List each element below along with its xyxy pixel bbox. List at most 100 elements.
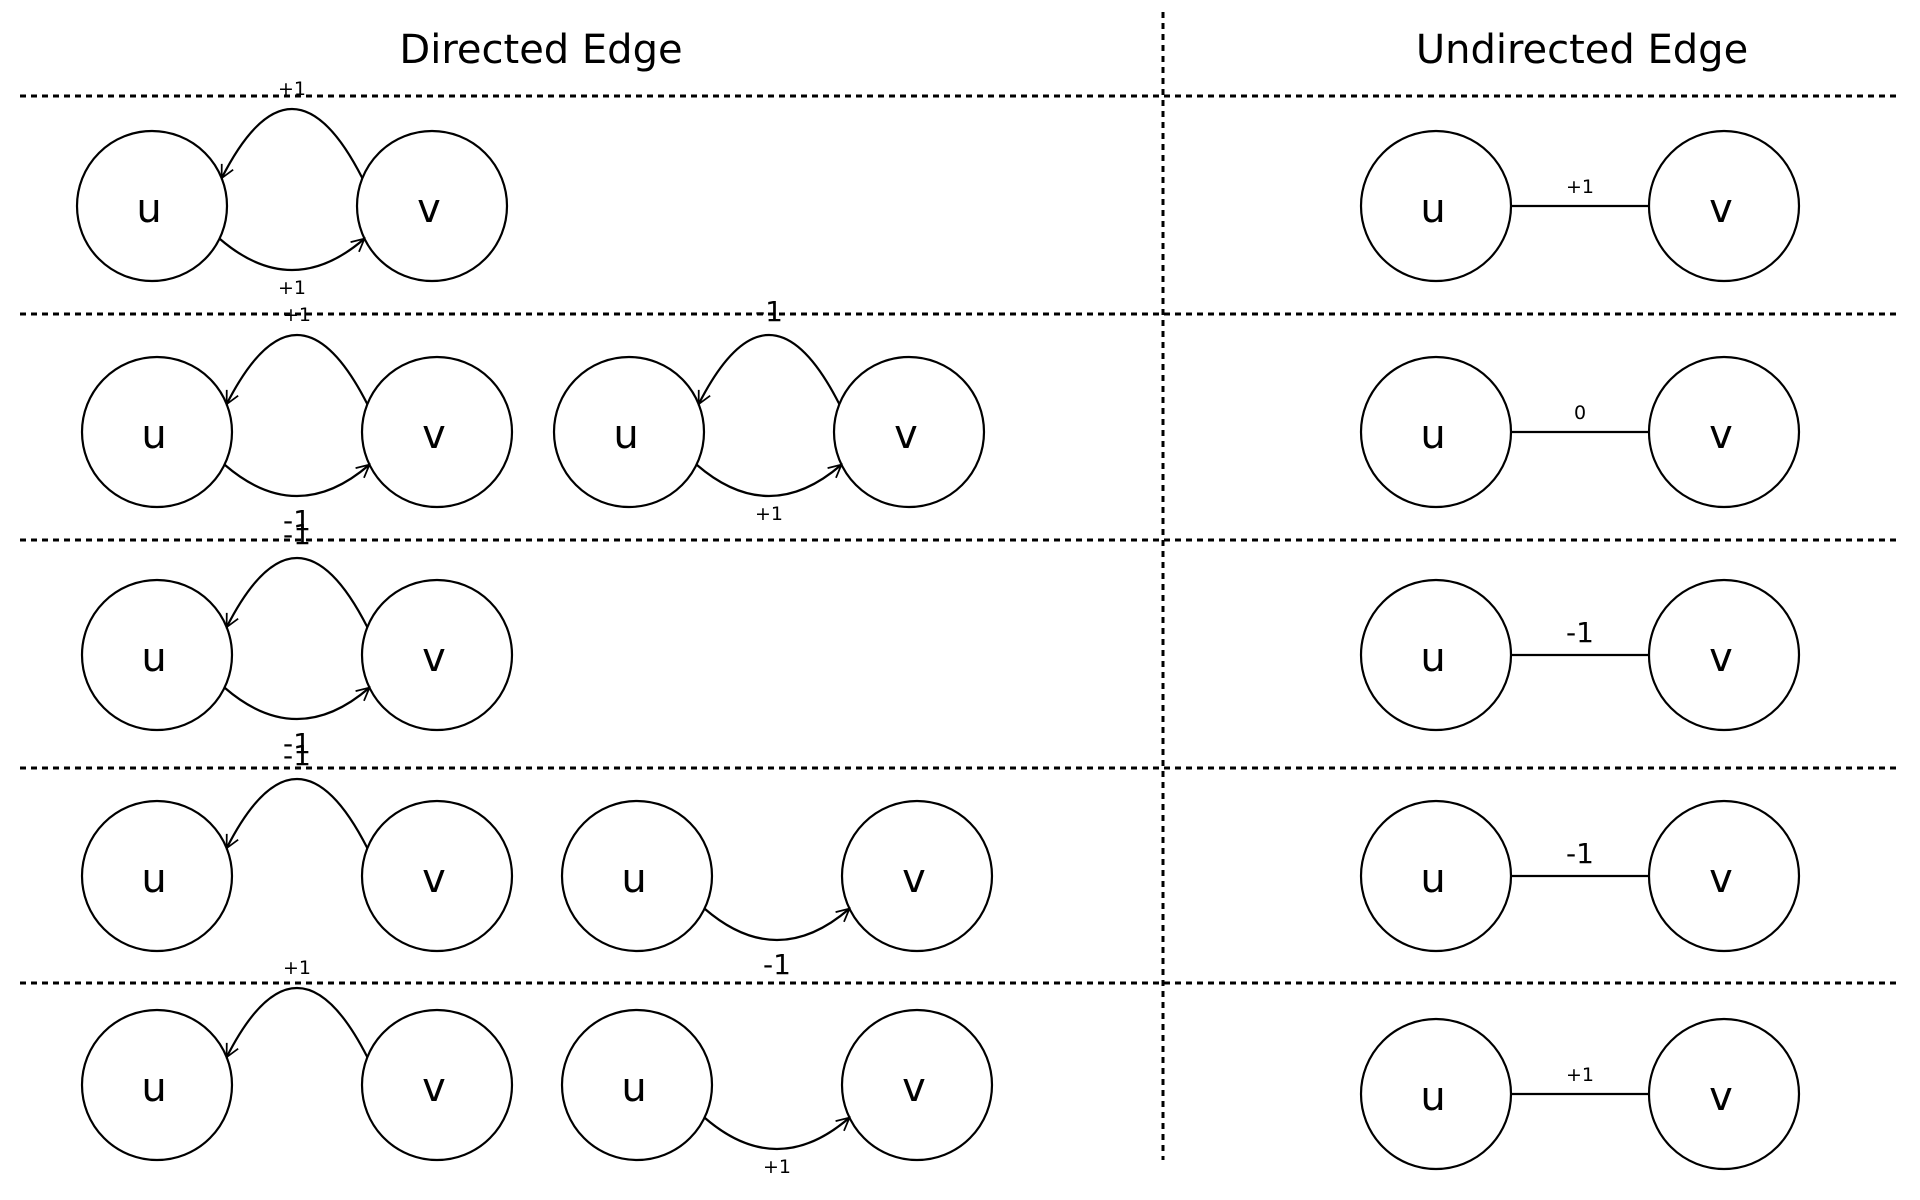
node-v-label: v [902, 856, 926, 902]
node-v-label: v [1709, 412, 1733, 458]
directed-edge-u-to-v [223, 465, 370, 498]
node-v: v [360, 355, 514, 509]
node-u: u [1359, 578, 1513, 732]
node-u: u [552, 355, 706, 509]
directed-pair: u v +1 [80, 957, 514, 1162]
node-u-circle [560, 1008, 714, 1162]
node-u: u [1359, 129, 1513, 283]
edge-weight-label: -1 [283, 739, 311, 772]
directed-edge-v-to-u [225, 333, 369, 404]
node-u-label: u [1420, 1074, 1445, 1120]
node-v-label: v [422, 1065, 446, 1111]
node-u: u [560, 799, 714, 953]
node-u: u [80, 1008, 234, 1162]
node-v-label: v [902, 1065, 926, 1111]
node-v: v [360, 1008, 514, 1162]
edge-weight-label: 0 [1574, 402, 1586, 424]
node-v: v [1647, 578, 1801, 732]
node-u-circle [80, 799, 234, 953]
directed-edge-u-to-v [703, 1118, 850, 1151]
node-v: v [355, 129, 509, 283]
edge-weight-label: +1 [1566, 176, 1594, 198]
node-u-circle [80, 355, 234, 509]
node-v-circle [360, 578, 514, 732]
directed-pair: u v -1 [560, 799, 994, 981]
directed-edge-v-to-u [225, 556, 369, 627]
directed-pair: u v -1 +1 [552, 295, 986, 525]
directed-edge-u-to-v [703, 909, 850, 942]
node-v: v [840, 1008, 994, 1162]
node-v-circle [840, 799, 994, 953]
node-u-circle [560, 799, 714, 953]
undirected-pair: u v +1 [1359, 129, 1801, 283]
node-v: v [832, 355, 986, 509]
node-u: u [80, 578, 234, 732]
edge-weight-label: -1 [283, 504, 311, 537]
node-v: v [1647, 799, 1801, 953]
directed-edge-u-to-v [695, 465, 842, 498]
node-u: u [1359, 799, 1513, 953]
node-u-label: u [613, 412, 638, 458]
directed-edge-v-to-u [697, 333, 841, 404]
edge-weight-label: -1 [755, 295, 783, 328]
node-u-label: u [1420, 856, 1445, 902]
node-v: v [360, 578, 514, 732]
node-v-label: v [1709, 635, 1733, 681]
node-v-circle [360, 1008, 514, 1162]
node-v-label: v [1709, 186, 1733, 232]
node-v-label: v [1709, 1074, 1733, 1120]
node-v-label: v [422, 635, 446, 681]
row-5: u v +1 u v +1 u v +1 [80, 957, 1801, 1178]
node-v-label: v [422, 412, 446, 458]
directed-pair: u v -1 -1 [80, 518, 514, 760]
directed-edge-u-to-v [218, 239, 365, 272]
node-u-label: u [141, 635, 166, 681]
node-u-circle [80, 1008, 234, 1162]
edge-weight-label: -1 [283, 727, 311, 760]
node-u-label: u [621, 1065, 646, 1111]
edge-weight-label: -1 [1566, 616, 1594, 649]
node-u: u [80, 799, 234, 953]
directed-pair: u v +1 +1 [75, 78, 509, 299]
node-v: v [360, 799, 514, 953]
edge-weight-label: +1 [283, 957, 311, 979]
node-u-label: u [1420, 635, 1445, 681]
edge-weight-label: -1 [283, 518, 311, 551]
directed-edge-u-to-v [223, 688, 370, 721]
node-u-circle [75, 129, 229, 283]
node-u: u [80, 355, 234, 509]
edge-weight-label: +1 [763, 1156, 791, 1178]
node-u-label: u [141, 412, 166, 458]
undirected-pair: u v -1 [1359, 578, 1801, 732]
node-u: u [75, 129, 229, 283]
edge-weight-label: +1 [1566, 1064, 1594, 1086]
node-v-label: v [417, 186, 441, 232]
node-v-circle [840, 1008, 994, 1162]
row-1: u v +1 +1 u v +1 [75, 78, 1801, 299]
node-v-label: v [894, 412, 918, 458]
node-v: v [840, 799, 994, 953]
node-u: u [560, 1008, 714, 1162]
edge-weight-label: +1 [278, 277, 306, 299]
undirected-edge-header: Undirected Edge [1416, 27, 1748, 73]
node-v: v [1647, 355, 1801, 509]
edge-weight-label: +1 [755, 503, 783, 525]
directed-edge-v-to-u [220, 107, 364, 178]
directed-pair: u v +1 [560, 1008, 994, 1178]
node-v-circle [832, 355, 986, 509]
node-u-circle [552, 355, 706, 509]
node-u-label: u [141, 1065, 166, 1111]
edge-weight-label: -1 [763, 948, 791, 981]
edge-weight-label: +1 [278, 78, 306, 100]
directed-edge-v-to-u [225, 986, 369, 1057]
row-3: u v -1 -1 u v -1 [80, 518, 1801, 760]
node-u: u [1359, 1017, 1513, 1171]
directed-edge-header: Directed Edge [399, 27, 682, 73]
